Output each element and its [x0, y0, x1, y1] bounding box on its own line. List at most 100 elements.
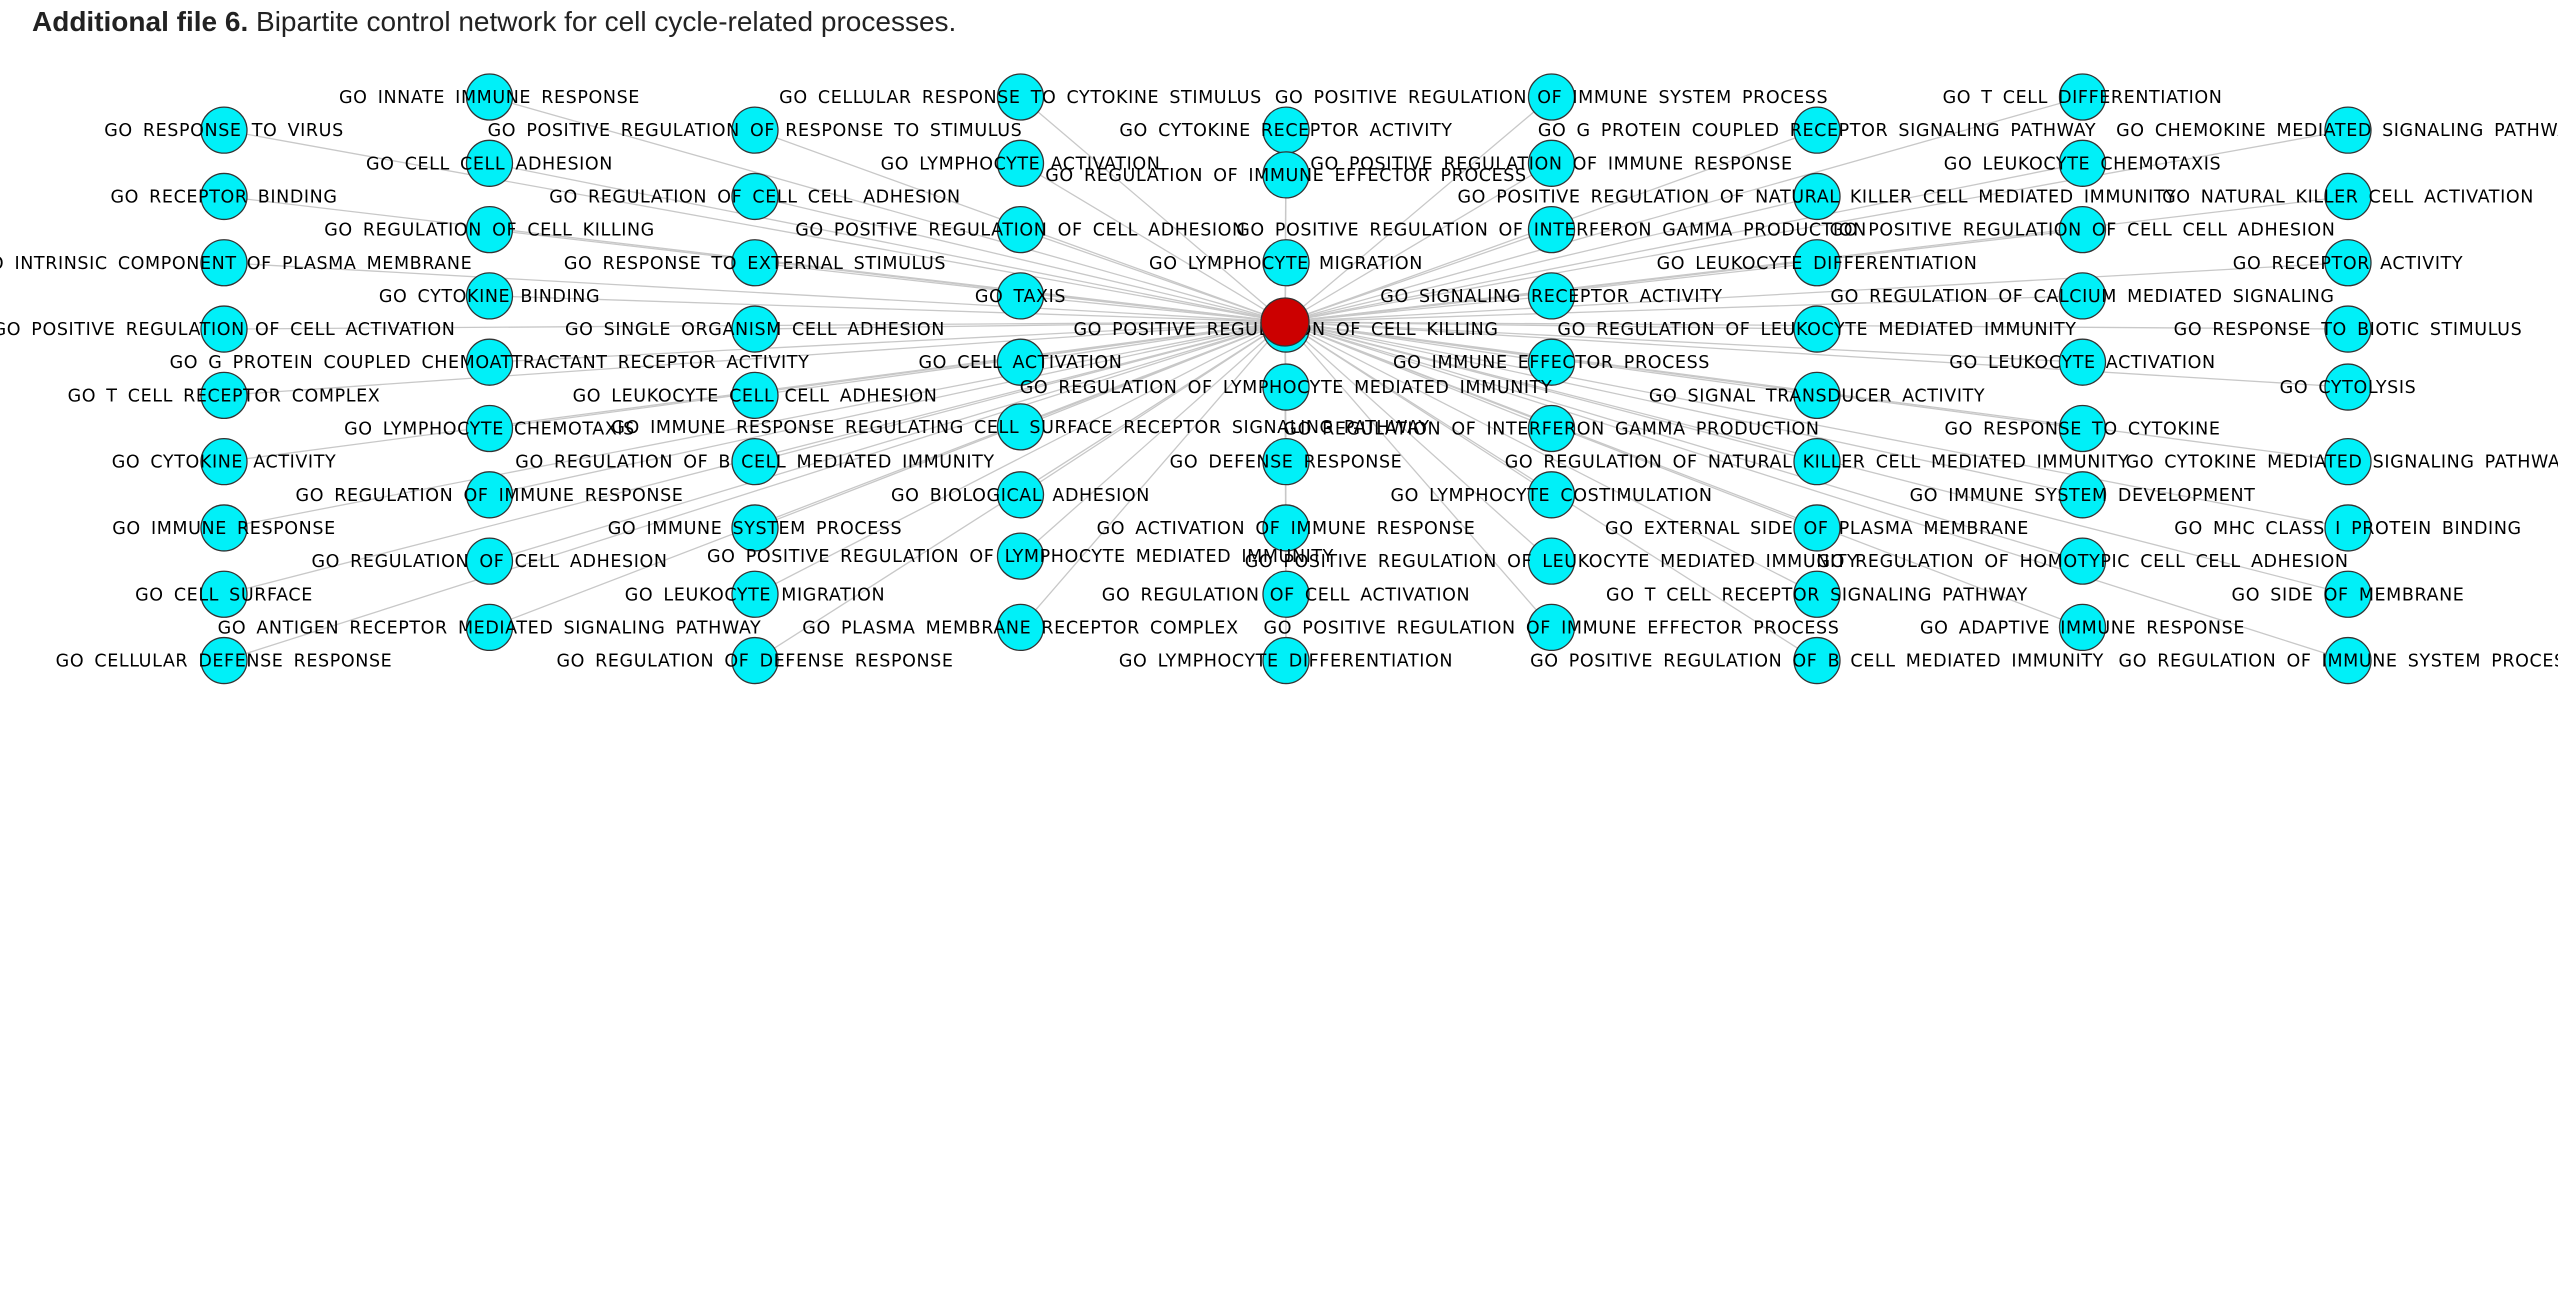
node-circle[interactable]	[2058, 205, 2107, 254]
node-circle[interactable]	[465, 272, 514, 320]
go-term-node[interactable]: GO REGULATION OF INTERFERON GAMMA PRODUC…	[1283, 404, 1819, 453]
go-term-node[interactable]: GO T CELL RECEPTOR COMPLEX	[68, 371, 381, 420]
go-term-node[interactable]: GO CELL SURFACE	[135, 570, 313, 618]
go-term-node[interactable]: GO NATURAL KILLER CELL ACTIVATION	[2162, 172, 2534, 221]
go-term-node[interactable]: GO POSITIVE REGULATION OF IMMUNE SYSTEM …	[1275, 73, 1828, 121]
go-term-node[interactable]: GO ADAPTIVE IMMUNE RESPONSE	[1920, 603, 2245, 652]
node-circle[interactable]	[996, 139, 1045, 187]
node-circle[interactable]	[731, 437, 779, 486]
node-circle[interactable]	[1527, 603, 1576, 652]
go-term-node[interactable]: GO LYMPHOCYTE ACTIVATION	[881, 139, 1161, 187]
go-term-node[interactable]: GO CHEMOKINE MEDIATED SIGNALING PATHWAY	[2116, 106, 2558, 154]
node-circle[interactable]	[731, 239, 779, 287]
go-term-node[interactable]: GO REGULATION OF CELL ADHESION	[311, 537, 667, 585]
node-circle[interactable]	[465, 205, 514, 254]
node-circle[interactable]	[2058, 537, 2107, 585]
go-term-node[interactable]: GO TAXIS	[975, 272, 1066, 320]
node-circle[interactable]	[1527, 139, 1576, 187]
node-circle[interactable]	[996, 603, 1045, 652]
node-circle[interactable]	[1527, 338, 1576, 386]
node-circle[interactable]	[465, 73, 514, 121]
go-term-node[interactable]: GO LEUKOCYTE CELL CELL ADHESION	[573, 371, 938, 420]
node-circle[interactable]	[1527, 272, 1576, 320]
node-circle[interactable]	[1262, 363, 1310, 411]
node-circle[interactable]	[465, 537, 514, 585]
node-circle[interactable]	[2324, 570, 2372, 618]
node-circle[interactable]	[200, 371, 248, 420]
go-term-node[interactable]: GO RESPONSE TO VIRUS	[104, 106, 344, 154]
node-circle[interactable]	[200, 305, 248, 353]
go-term-node[interactable]: GO REGULATION OF CELL ACTIVATION	[1102, 570, 1470, 618]
go-term-node[interactable]: GO POSITIVE REGULATION OF CELL CELL ADHE…	[1830, 205, 2336, 254]
go-term-node[interactable]: GO LEUKOCYTE DIFFERENTIATION	[1657, 239, 1978, 287]
go-term-node[interactable]: GO SINGLE ORGANISM CELL ADHESION	[565, 305, 945, 353]
node-circle[interactable]	[200, 437, 248, 486]
go-term-node[interactable]: GO CYTOKINE RECEPTOR ACTIVITY	[1119, 106, 1452, 154]
node-circle[interactable]	[1793, 636, 1841, 685]
node-circle[interactable]	[1262, 239, 1310, 287]
node-circle[interactable]	[2324, 437, 2372, 486]
node-circle[interactable]	[2058, 272, 2107, 320]
go-term-node[interactable]: GO REGULATION OF LYMPHOCYTE MEDIATED IMM…	[1020, 363, 1553, 411]
node-circle[interactable]	[1262, 437, 1310, 486]
go-term-node[interactable]: GO G PROTEIN COUPLED CHEMOATTRACTANT REC…	[170, 338, 810, 386]
go-term-node[interactable]: GO POSITIVE REGULATION OF LEUKOCYTE MEDI…	[1245, 537, 1859, 585]
go-term-node[interactable]: GO REGULATION OF CELL KILLING	[324, 205, 655, 254]
node-circle[interactable]	[2324, 106, 2372, 154]
go-term-node[interactable]: GO POSITIVE REGULATION OF RESPONSE TO ST…	[488, 106, 1023, 154]
node-circle[interactable]	[1262, 636, 1310, 685]
node-circle[interactable]	[1793, 570, 1841, 618]
go-term-node[interactable]: GO LYMPHOCYTE COSTIMULATION	[1390, 471, 1712, 519]
go-term-node[interactable]: GO BIOLOGICAL ADHESION	[891, 471, 1150, 519]
go-term-node[interactable]: GO REGULATION OF IMMUNE EFFECTOR PROCESS	[1045, 151, 1526, 199]
node-circle[interactable]	[1793, 239, 1841, 287]
node-circle[interactable]	[996, 338, 1045, 386]
node-circle[interactable]	[2058, 73, 2107, 121]
go-term-node[interactable]: GO REGULATION OF HOMOTYPIC CELL CELL ADH…	[1816, 537, 2348, 585]
node-circle[interactable]	[731, 371, 779, 420]
go-term-node[interactable]: GO RESPONSE TO BIOTIC STIMULUS	[2174, 305, 2523, 353]
go-term-node[interactable]: GO CELLULAR RESPONSE TO CYTOKINE STIMULU…	[779, 73, 1262, 121]
go-term-node[interactable]: GO REGULATION OF IMMUNE SYSTEM PROCESS	[2119, 636, 2558, 685]
node-circle[interactable]	[2324, 172, 2372, 221]
node-circle[interactable]	[2324, 239, 2372, 287]
node-circle[interactable]	[2058, 603, 2107, 652]
node-circle[interactable]	[1793, 305, 1841, 353]
go-term-node[interactable]: GO T CELL DIFFERENTIATION	[1943, 73, 2223, 121]
node-circle[interactable]	[200, 504, 248, 552]
node-circle[interactable]	[731, 504, 779, 552]
go-term-node[interactable]: GO IMMUNE RESPONSE	[112, 504, 336, 552]
node-circle[interactable]	[1527, 471, 1576, 519]
go-term-node[interactable]: GO T CELL RECEPTOR SIGNALING PATHWAY	[1606, 570, 2028, 618]
go-term-node[interactable]: GO POSITIVE REGULATION OF CELL ACTIVATIO…	[0, 305, 455, 353]
go-term-node[interactable]: GO SIGNALING RECEPTOR ACTIVITY	[1380, 272, 1722, 320]
node-circle[interactable]	[1527, 73, 1576, 121]
go-term-node[interactable]: GO LEUKOCYTE MIGRATION	[625, 570, 886, 618]
node-circle[interactable]	[2058, 139, 2107, 187]
go-term-node[interactable]: GO SIGNAL TRANSDUCER ACTIVITY	[1649, 371, 1985, 420]
go-term-node[interactable]: GO LEUKOCYTE ACTIVATION	[1949, 338, 2215, 386]
node-circle[interactable]	[465, 603, 514, 652]
node-circle[interactable]	[731, 172, 779, 221]
go-term-node[interactable]: GO LYMPHOCYTE MIGRATION	[1149, 239, 1423, 287]
go-term-node[interactable]: GO LYMPHOCYTE CHEMOTAXIS	[344, 404, 635, 453]
go-term-node[interactable]: GO IMMUNE RESPONSE REGULATING CELL SURFA…	[611, 403, 1429, 451]
node-circle[interactable]	[465, 338, 514, 386]
node-circle[interactable]	[996, 403, 1045, 451]
go-term-node[interactable]: GO ACTIVATION OF IMMUNE RESPONSE	[1097, 504, 1476, 552]
go-term-node[interactable]: GO CYTOKINE MEDIATED SIGNALING PATHWAY	[2126, 437, 2558, 486]
go-term-node[interactable]: GO DEFENSE RESPONSE	[1170, 437, 1403, 486]
node-circle[interactable]	[200, 106, 248, 154]
node-circle[interactable]	[465, 471, 514, 519]
go-term-node[interactable]: GO RECEPTOR BINDING	[110, 172, 337, 221]
node-circle[interactable]	[1793, 437, 1841, 486]
node-circle[interactable]	[200, 570, 248, 618]
node-circle[interactable]	[200, 172, 248, 221]
node-circle[interactable]	[731, 636, 779, 685]
node-circle[interactable]	[2324, 363, 2372, 411]
hub-node[interactable]	[1260, 297, 1310, 347]
go-term-node[interactable]: GO LYMPHOCYTE DIFFERENTIATION	[1119, 636, 1453, 685]
node-circle[interactable]	[2058, 338, 2107, 386]
go-term-node[interactable]: GO REGULATION OF CALCIUM MEDIATED SIGNAL…	[1830, 272, 2334, 320]
node-circle[interactable]	[1527, 404, 1576, 453]
